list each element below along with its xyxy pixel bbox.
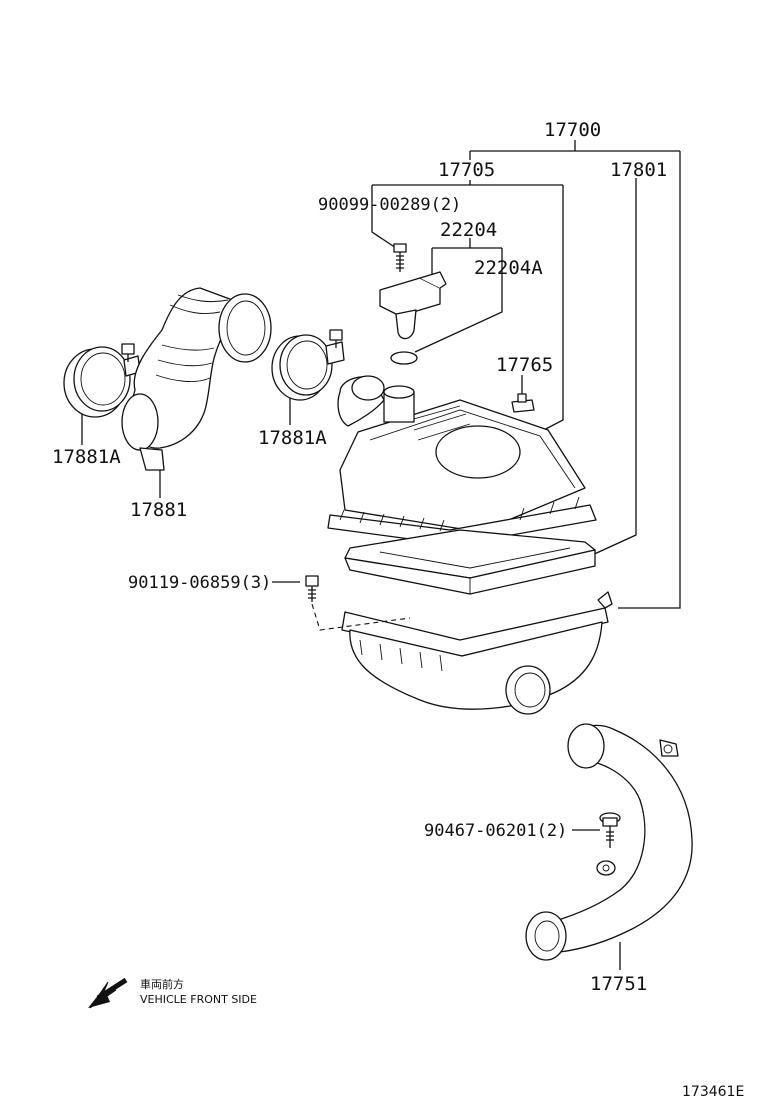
hose-clamp-right: [271, 329, 345, 401]
direction-english: VEHICLE FRONT SIDE: [140, 993, 257, 1006]
label-17705: 17705: [438, 159, 495, 181]
label-90099-00289: 90099-00289(2): [318, 195, 461, 215]
sensor-bolt: [393, 243, 407, 272]
intake-outlet-duct: [525, 723, 693, 961]
label-22204a: 22204A: [474, 257, 543, 279]
label-22204: 22204: [440, 219, 497, 241]
case-bolt: [305, 575, 411, 631]
vehicle-direction-indicator: 車両前方 VEHICLE FRONT SIDE: [88, 977, 257, 1009]
direction-japanese: 車両前方: [140, 977, 184, 991]
label-17881a-left: 17881A: [52, 446, 121, 468]
label-17881a-right: 17881A: [258, 427, 327, 449]
leader-lines: [81, 140, 681, 970]
grommet: [511, 393, 535, 413]
duct-bolt: [599, 812, 621, 848]
label-90119-06859: 90119-06859(3): [128, 573, 271, 593]
label-17700: 17700: [544, 119, 601, 141]
label-17751: 17751: [590, 973, 647, 995]
label-17801: 17801: [610, 159, 667, 181]
mass-air-flow-sensor: [379, 271, 447, 365]
air-cleaner-cap: [327, 375, 597, 546]
air-cleaner-case: [341, 591, 613, 715]
label-90467-06201: 90467-06201(2): [424, 821, 567, 841]
illustration-code: 173461E: [682, 1084, 744, 1100]
air-filter-element: [344, 529, 596, 595]
part-labels: 17700 17705 17801 90099-00289(2) 22204 2…: [52, 119, 667, 995]
label-17765: 17765: [496, 354, 553, 376]
hose-clamp-left: [63, 343, 141, 418]
label-17881: 17881: [130, 499, 187, 521]
intake-hose: [121, 287, 272, 471]
